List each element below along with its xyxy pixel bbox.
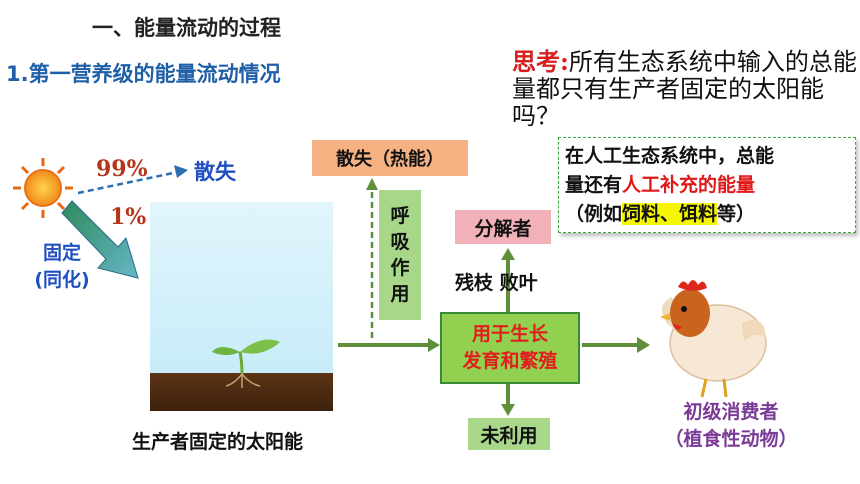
think-label: 思考: [512, 47, 569, 76]
loss-dashed-arrow [77, 165, 188, 195]
fixed-label-line-1: 固定 [42, 242, 81, 264]
consumer-line-1: 初级消费者 [683, 401, 779, 423]
fixed-percent: 1% [110, 204, 147, 230]
growth-line-2: 发育和繁殖 [462, 350, 558, 372]
note-line-2-prefix: 量还有 [565, 174, 623, 196]
think-text: 所有生态系统中输入的总能量都只有生产者固定的太阳能吗？ [512, 48, 857, 130]
respiration-box: 呼 吸 作 用 [379, 190, 421, 320]
respiration-char-1: 呼 [390, 205, 410, 227]
litter-label: 残枝 败叶 [455, 272, 538, 294]
loss-percent: 99% [96, 156, 148, 182]
note-line-3-open: （例如 [565, 203, 623, 225]
section-subtitle: 1.第一营养级的能量流动情况 [6, 62, 281, 86]
producer-caption: 生产者固定的太阳能 [132, 431, 304, 453]
sun-icon [13, 158, 73, 218]
hen-icon [660, 280, 767, 398]
consumer-label: 初级消费者 （植食性动物） [646, 399, 816, 453]
respiration-char-3: 作 [390, 257, 410, 279]
think-question: 思考:所有生态系统中输入的总能量都只有生产者固定的太阳能吗？ [512, 48, 857, 130]
artificial-energy-note: 在人工生态系统中，总能 量还有人工补充的能量 （例如饲料、饵料等） [558, 137, 856, 233]
fixed-big-arrow [61, 200, 139, 279]
note-line-2-red: 人工补充的能量 [622, 174, 756, 196]
decomposer-box: 分解者 [455, 210, 551, 244]
unused-box: 未利用 [468, 418, 550, 450]
growth-to-consumer-arrow [582, 337, 650, 353]
fixed-label: 固定 (同化) [22, 240, 102, 294]
growth-to-unused-arrow [501, 384, 515, 416]
respiration-dashed-arrow [366, 178, 378, 338]
fixed-label-line-2: (同化) [34, 269, 90, 291]
growth-box: 用于生长 发育和繁殖 [440, 312, 580, 384]
growth-to-decomposer-arrow [501, 248, 515, 312]
loss-label: 散失 [194, 160, 236, 184]
producer-to-growth-arrow [338, 338, 440, 352]
page-title: 一、能量流动的过程 [92, 16, 281, 40]
respiration-char-4: 用 [390, 283, 410, 305]
note-line-2: 量还有人工补充的能量 [565, 171, 855, 200]
note-line-3-close: 等） [717, 203, 756, 225]
note-line-3: （例如饲料、饵料等） [565, 200, 855, 229]
seedling-icon [212, 339, 280, 388]
heat-loss-box: 散失（热能） [312, 140, 468, 176]
consumer-line-2: （植食性动物） [664, 428, 798, 450]
growth-line-1: 用于生长 [471, 323, 548, 345]
respiration-char-2: 吸 [390, 231, 410, 253]
note-line-3-highlight: 饲料、饵料 [622, 203, 718, 225]
note-line-1: 在人工生态系统中，总能 [565, 145, 775, 167]
producer-sky [150, 202, 333, 373]
